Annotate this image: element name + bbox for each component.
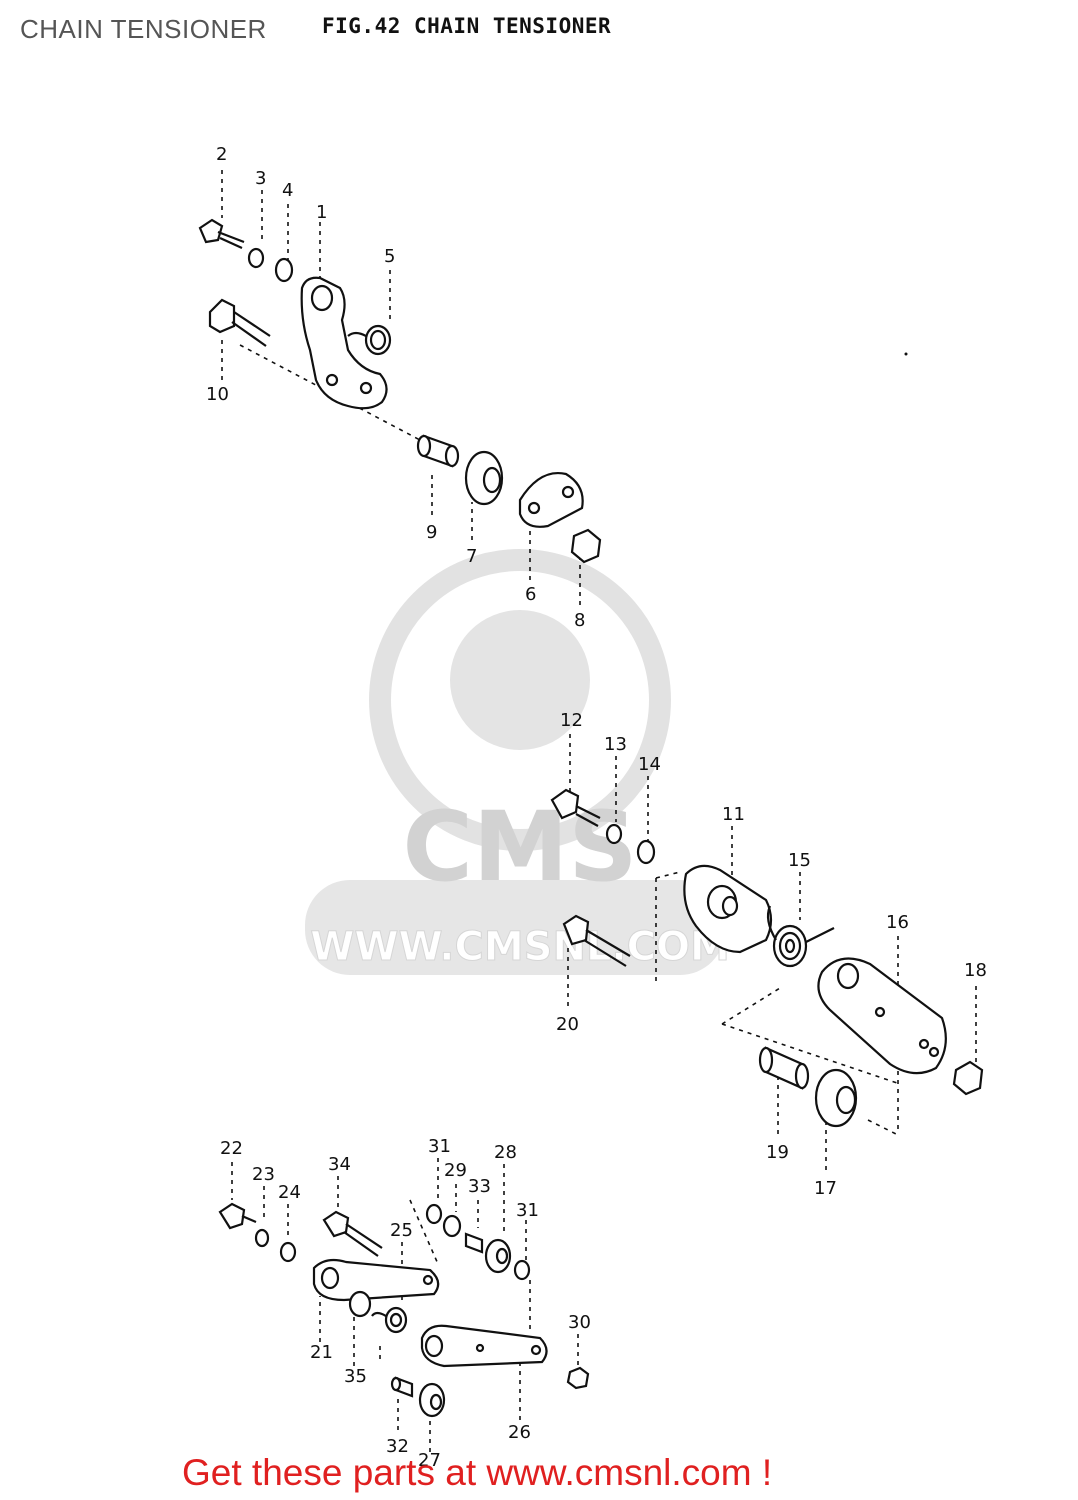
lower-tensioner-assembly	[218, 1158, 590, 1452]
part-23-lock-washer	[254, 1228, 270, 1248]
label-part-32: 32	[386, 1436, 409, 1457]
part-8-nut	[570, 528, 602, 564]
part-27-roller	[418, 1382, 446, 1418]
label-part-3: 3	[255, 168, 266, 189]
part-31-nut-lower	[513, 1259, 531, 1281]
part-7-roller	[464, 450, 504, 506]
label-part-14: 14	[638, 754, 661, 775]
label-part-5: 5	[384, 246, 395, 267]
label-part-6: 6	[525, 584, 536, 605]
part-26-arm	[420, 1324, 548, 1368]
figure-title: FIG.42 CHAIN TENSIONER	[322, 14, 612, 38]
label-part-8: 8	[574, 610, 585, 631]
label-part-18: 18	[964, 960, 987, 981]
label-part-4: 4	[282, 180, 293, 201]
label-part-23: 23	[252, 1164, 275, 1185]
label-part-22: 22	[220, 1138, 243, 1159]
part-21-link	[312, 1258, 440, 1302]
label-part-19: 19	[766, 1142, 789, 1163]
part-5-spring	[347, 324, 392, 356]
part-3-lock-washer	[247, 247, 265, 269]
label-part-30: 30	[568, 1312, 591, 1333]
upper-tensioner-assembly	[198, 170, 602, 605]
label-part-34: 34	[328, 1154, 351, 1175]
watermark-logo-letters: CMS	[402, 791, 637, 903]
label-part-12: 12	[560, 710, 583, 731]
label-part-24: 24	[278, 1182, 301, 1203]
part-17-roller	[814, 1068, 858, 1128]
part-20-bolt	[562, 914, 631, 967]
label-part-20: 20	[556, 1014, 579, 1035]
label-part-11: 11	[722, 804, 745, 825]
page-title: CHAIN TENSIONER	[20, 14, 267, 44]
label-part-1: 1	[316, 202, 327, 223]
part-18-nut	[952, 1060, 984, 1096]
part-31-nut-upper	[425, 1203, 443, 1225]
part-labels: 1 2 3 4 5 10 9 7 6 8 12 13 14 11 15 16 1…	[206, 144, 987, 1471]
stray-dot	[904, 352, 908, 356]
label-part-26: 26	[508, 1422, 531, 1443]
label-part-29: 29	[444, 1160, 467, 1181]
part-24-washer	[279, 1241, 297, 1263]
part-11-arm	[683, 864, 773, 954]
part-33-collar	[464, 1232, 484, 1254]
part-30-nut	[566, 1366, 590, 1390]
part-25-spring	[371, 1306, 408, 1334]
label-part-15: 15	[788, 850, 811, 871]
part-4-washer	[274, 257, 294, 283]
watermark-logo	[305, 549, 725, 975]
label-part-28: 28	[494, 1142, 517, 1163]
part-2-bolt	[198, 218, 245, 250]
label-part-9: 9	[426, 522, 437, 543]
part-10-bolt	[208, 298, 271, 347]
part-34-bolt	[322, 1210, 383, 1257]
label-part-21: 21	[310, 1342, 333, 1363]
label-part-17: 17	[814, 1178, 837, 1199]
part-13-lock-washer	[605, 823, 623, 845]
part-35-washer	[348, 1290, 372, 1318]
label-part-31-upper: 31	[428, 1136, 451, 1157]
part-22-bolt	[218, 1202, 257, 1230]
label-part-7: 7	[466, 546, 477, 567]
label-part-25: 25	[390, 1220, 413, 1241]
part-19-collar	[758, 1046, 810, 1090]
footer-promo-link[interactable]: Get these parts at www.cmsnl.com !	[182, 1452, 773, 1493]
part-28-roller	[484, 1238, 512, 1274]
part-29-washer	[442, 1214, 462, 1238]
middle-tensioner-assembly	[550, 734, 984, 1170]
part-15-spring	[766, 905, 835, 968]
part-16-arm	[817, 957, 947, 1075]
label-part-13: 13	[604, 734, 627, 755]
label-part-33: 33	[468, 1176, 491, 1197]
part-6-plate	[518, 471, 584, 528]
label-part-27: 27	[418, 1450, 441, 1471]
part-14-washer	[636, 839, 656, 865]
label-part-16: 16	[886, 912, 909, 933]
label-part-2: 2	[216, 144, 227, 165]
label-part-35: 35	[344, 1366, 367, 1387]
part-9-collar	[416, 434, 460, 468]
label-part-10: 10	[206, 384, 229, 405]
part-12-bolt	[550, 788, 601, 827]
watermark-text: WWW.CMSNL.COM	[310, 924, 730, 970]
label-part-31-lower: 31	[516, 1200, 539, 1221]
part-32-collar	[390, 1376, 414, 1398]
